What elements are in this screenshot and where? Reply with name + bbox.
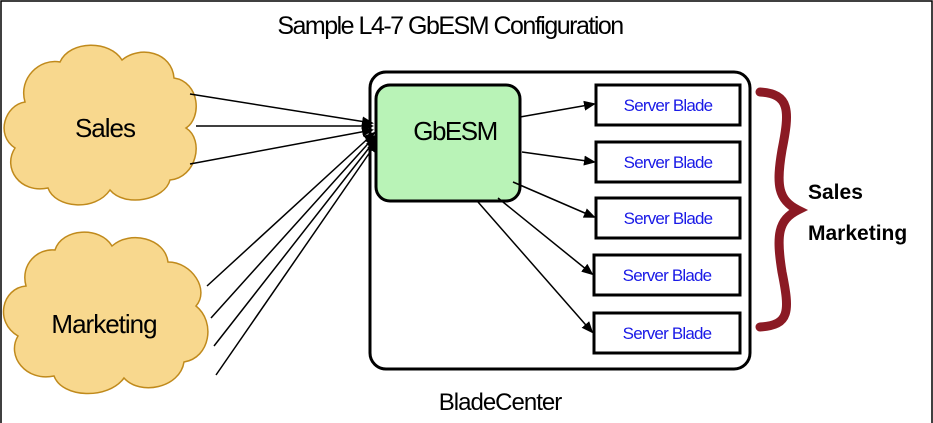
sales-arrow-3 — [189, 126, 374, 165]
server-blade-3 — [594, 196, 742, 240]
sales-arrow-1 — [189, 93, 374, 127]
blade-arrow-5 — [477, 201, 594, 334]
marketing-cloud-shape — [2, 231, 209, 395]
client-arrows — [189, 93, 379, 376]
marketing-arrow-2 — [210, 134, 377, 319]
blade-arrow-1 — [519, 100, 596, 118]
sales-cloud-label: Sales — [75, 113, 136, 143]
server-blade-3-label: Server Blade — [624, 209, 713, 228]
marketing-arrow-4 — [215, 140, 379, 376]
server-blade-5 — [592, 311, 742, 355]
blade-arrow-4 — [497, 197, 594, 276]
server-blade-2-label: Server Blade — [624, 153, 713, 172]
server-blade-1-label: Server Blade — [624, 96, 713, 115]
marketing-arrow-3 — [213, 137, 378, 347]
sales-cloud: Sales — [3, 44, 197, 206]
blade-arrow-3 — [512, 181, 596, 218]
group-label-sales: Sales — [808, 181, 863, 204]
bladecenter-chassis — [368, 70, 752, 371]
server-blade-4 — [592, 253, 742, 297]
bladecenter-label: BladeCenter — [439, 389, 562, 416]
server-blades: Server Blade Server Blade Server Blade S… — [592, 83, 742, 355]
marketing-cloud: Marketing — [2, 231, 209, 395]
diagram-title: Sample L4-7 GbESM Configuration — [277, 12, 623, 40]
gbesm-label: GbESM — [413, 116, 497, 146]
server-blade-5-label: Server Blade — [623, 324, 712, 343]
server-blade-1 — [594, 83, 742, 127]
gbesm-switch — [374, 83, 522, 203]
sales-cloud-shape — [3, 44, 197, 206]
group-label-marketing: Marketing — [808, 222, 907, 245]
blade-arrows — [477, 100, 596, 334]
server-blade-4-label: Server Blade — [623, 266, 712, 285]
blade-group-brace — [755, 87, 809, 332]
server-blade-2 — [594, 140, 742, 184]
blade-arrow-2 — [521, 151, 596, 166]
marketing-arrow-1 — [206, 131, 376, 287]
marketing-cloud-label: Marketing — [51, 309, 156, 339]
